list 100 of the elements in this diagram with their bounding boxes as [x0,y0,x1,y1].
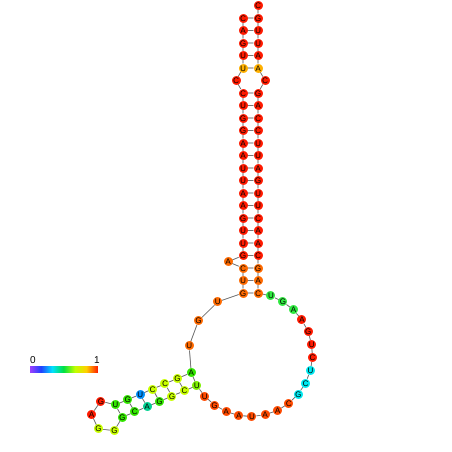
nucleotide-circle: U [254,38,262,48]
nucleotide-circle: G [238,126,248,135]
nucleotide-circle: C [238,14,248,22]
connector-line [208,398,212,402]
nucleotide-circle: C [148,384,158,394]
nucleotide-circle: C [130,407,140,416]
nucleotide-circle: G [238,114,248,122]
nucleotide-circle: G [172,374,182,384]
connector-line [242,122,244,126]
connector-line [247,192,254,194]
nucleotide-circle: G [278,297,288,306]
nucleotide-circle: U [238,226,248,235]
connector-line [247,105,254,106]
connector-line [102,429,110,430]
connector-line [242,184,244,189]
nucleotide-circle: C [254,251,262,260]
connector-line [247,242,254,244]
connector-line [242,97,244,102]
nucleotide-circle: A [238,26,248,35]
nucleotide-circle: G [304,327,313,336]
nucleotide-circle: U [238,276,248,285]
connector-line [104,402,112,404]
connector-line [232,263,240,267]
nucleotide-circle: A [254,164,262,172]
connector-line [247,42,254,44]
connector-line [126,413,131,416]
connector-line [256,415,261,416]
connector-line [138,408,144,411]
connector-line [242,172,244,176]
nucleotide-circle: G [123,395,132,404]
nucleotide-circle: A [254,51,262,60]
nucleotide-circle: G [194,316,204,326]
nucleotide-circle: C [254,1,262,10]
connector-line [242,34,244,39]
connector-line [247,255,254,256]
connector-line [242,147,244,152]
connector-line [166,387,170,393]
nucleotide-circle: C [160,379,170,388]
connector-line [247,205,254,206]
connector-line [247,130,254,131]
connector-line [242,247,244,252]
nucleotide-circle: U [136,390,145,399]
scale-label: 1 [94,355,100,366]
connector-line [242,210,244,214]
nucleotide-circle: U [254,151,262,160]
nucleotide-circle: U [238,164,248,172]
nucleotide-circle: U [238,51,248,60]
nucleotide-circle: G [238,251,248,260]
nucleotide-circle: G [254,176,262,185]
connector-line [242,134,244,139]
nucleotide-circle: U [238,64,248,72]
nucleotide-circle: A [254,226,262,235]
nucleotide-circle: U [254,138,262,148]
nucleotide-circle: C [238,88,248,98]
nucleotide-circle: C [254,214,262,222]
nucleotide-circle: G [238,288,248,298]
nucleotide-circle: A [254,238,262,248]
connector-line [156,385,162,388]
connector-line [247,155,254,156]
nucleotide-circle: C [284,398,294,408]
nucleotide-circle: A [238,201,248,210]
nucleotide-circle: U [213,297,222,306]
connector-line [304,324,306,328]
connector-line [312,348,313,354]
nucleotide-circle: G [155,396,164,406]
nucleotide-circle: G [167,392,176,401]
nucleotide-circle: C [254,126,262,135]
nucleotide-circle: A [238,138,248,148]
nucleotide-circle: G [294,390,303,399]
connector-line [199,388,202,393]
nucleotide-circle: A [186,368,196,378]
nucleotide-circle: U [266,291,276,300]
nucleotide-circle: G [94,424,103,434]
connector-line [247,55,254,56]
nucleotide-circle: A [254,276,262,285]
connector-line [232,256,240,260]
nucleotide-circle: C [260,76,270,85]
nucleotide-circle: A [238,188,248,198]
nucleotide-circle: G [210,400,220,410]
nucleotide-circle: A [222,407,231,416]
nucleotide-circle: C [308,353,317,362]
connector-line [247,92,254,94]
connector-line [247,292,254,294]
nucleotide-circle: C [301,378,310,388]
connector-line [189,350,192,369]
connector-line [247,180,254,181]
connector-line [201,304,215,318]
nucleotide-circle: U [192,381,202,390]
nucleotide-circle: G [238,214,248,222]
nucleotide-circle: U [200,392,210,401]
nucleotide-circle: U [238,238,248,248]
connector-line [242,197,244,202]
connector-line [247,142,254,144]
nucleotide-circle: A [260,410,270,420]
connector-line [242,234,244,239]
connector-line [242,60,244,64]
connector-line [242,47,244,52]
nucleotide-circle: U [254,201,262,210]
nucleotide-circle: U [254,188,262,198]
scale-label: 0 [30,355,36,366]
